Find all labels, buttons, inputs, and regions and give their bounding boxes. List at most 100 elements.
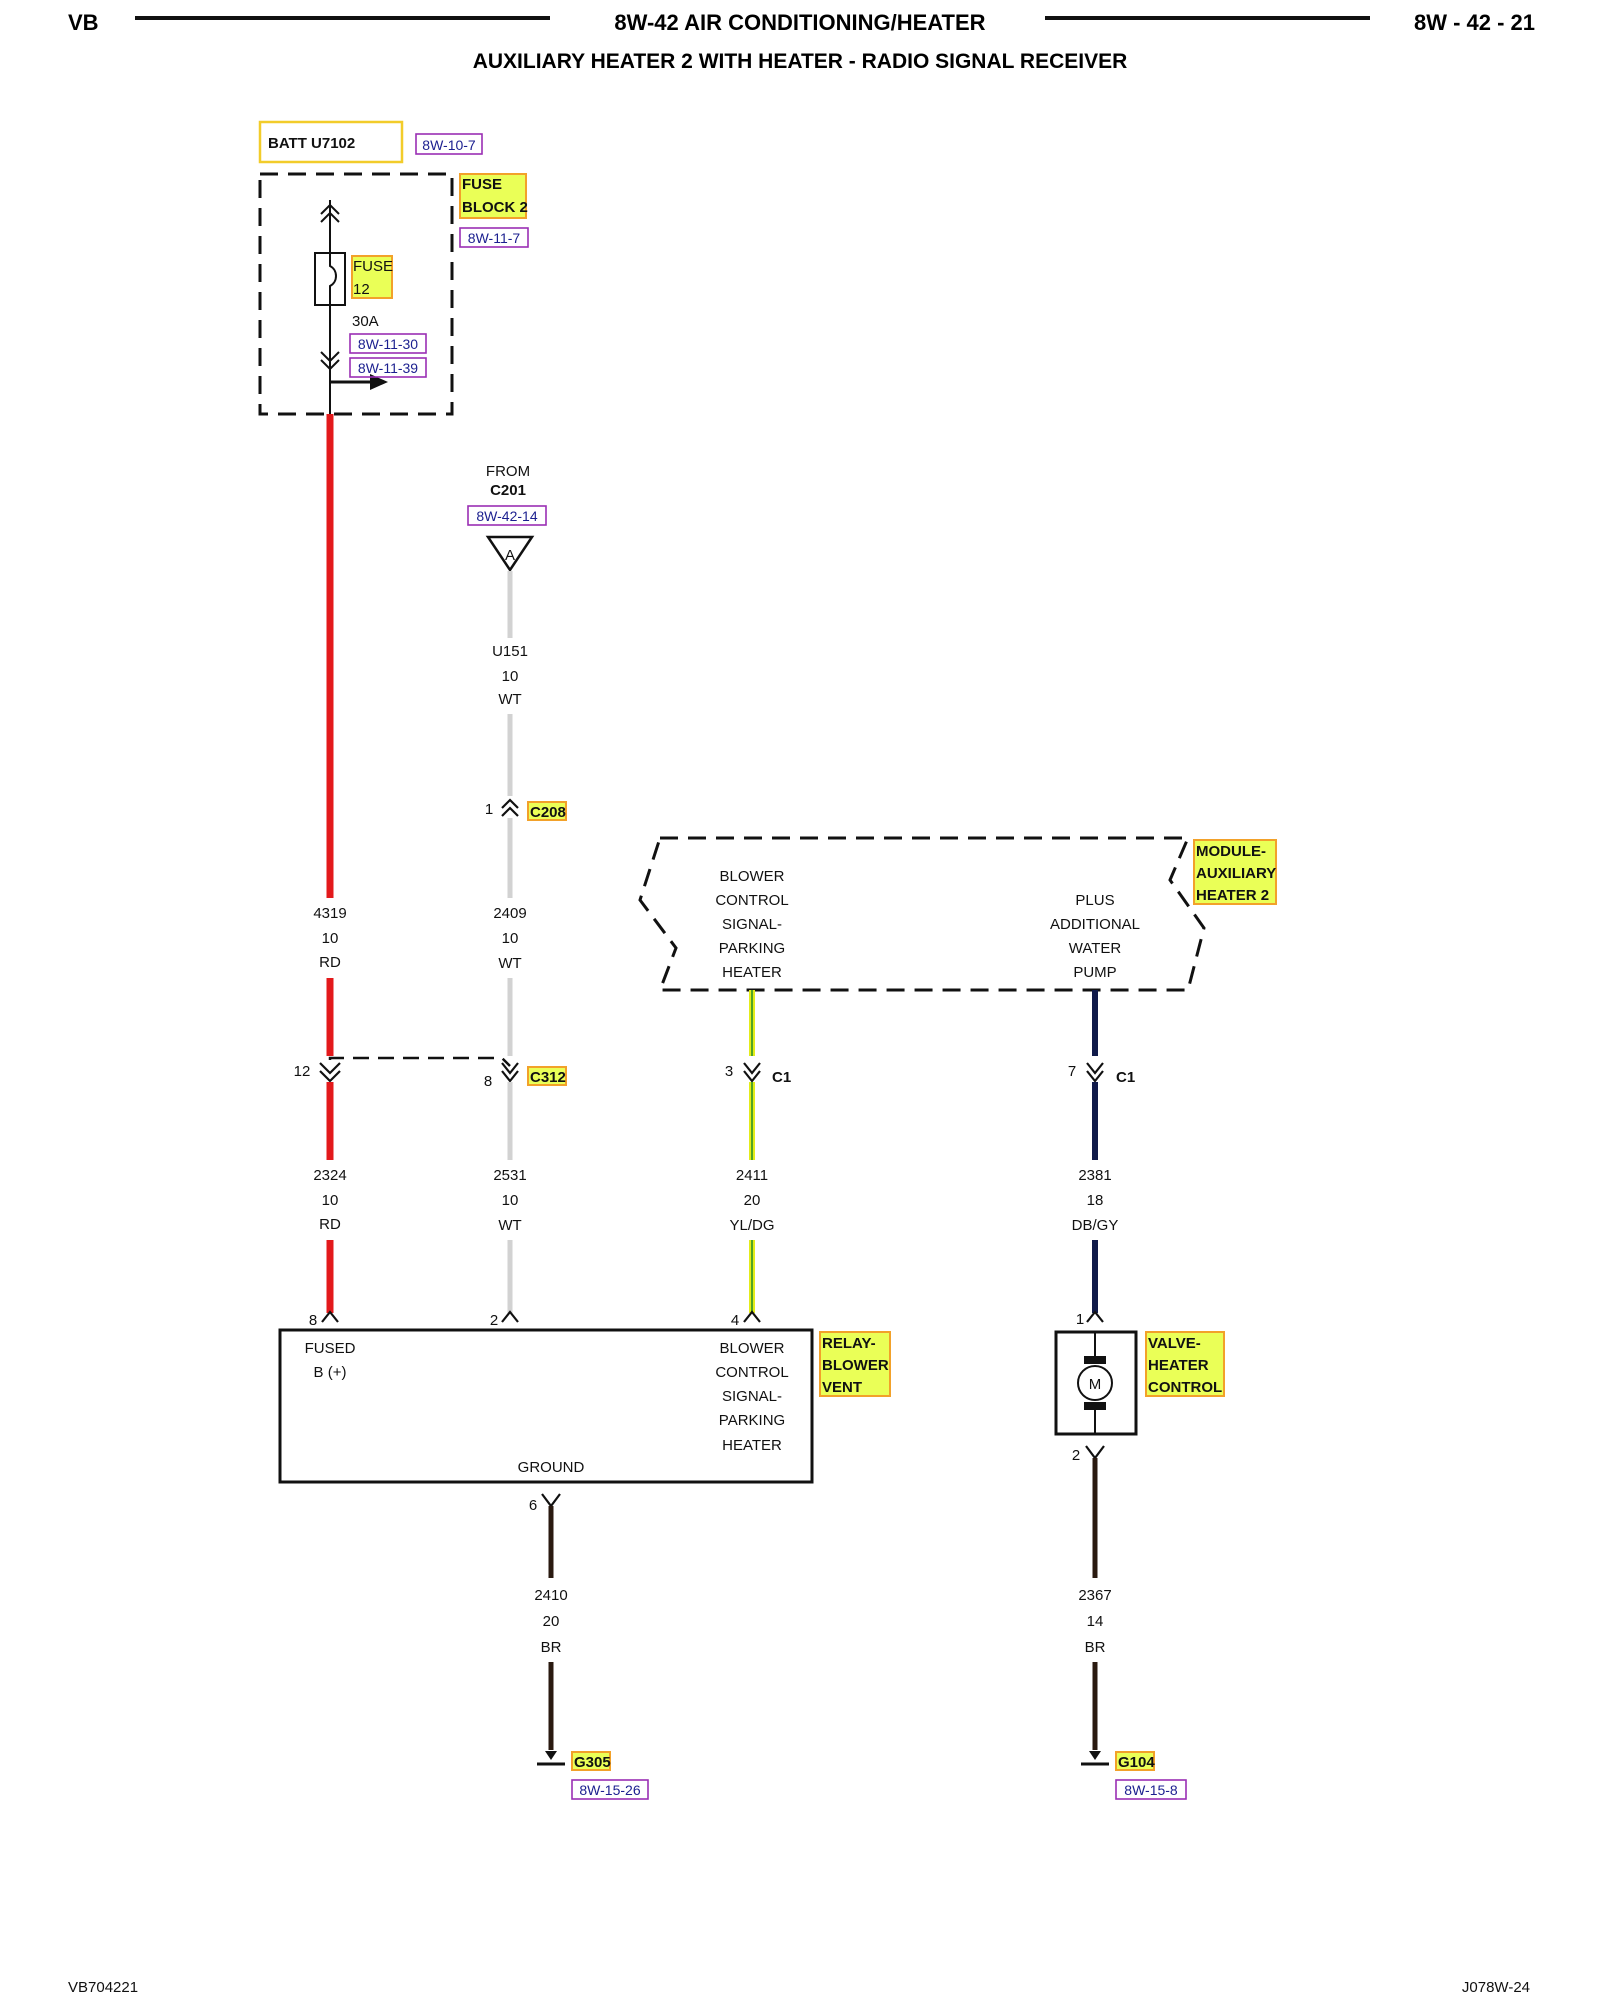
relay-name-3: VENT <box>822 1379 862 1396</box>
wire-2381-circuit: 2381 <box>1078 1167 1111 1184</box>
module-right-3: WATER <box>1069 940 1122 957</box>
module-label-bg <box>1193 839 1277 905</box>
relay-signal-3: SIGNAL- <box>722 1388 782 1405</box>
module-aux-heater-outline <box>638 836 1206 992</box>
wire-2324-circuit: 2324 <box>313 1167 346 1184</box>
relay-fused-1: FUSED <box>305 1340 356 1357</box>
g104-ref[interactable]: 8W-15-8 <box>1124 1782 1178 1798</box>
from-ref[interactable]: 8W-42-14 <box>476 508 537 524</box>
fuse-block-label-1: FUSE <box>462 176 502 193</box>
wire-4319-color: RD <box>319 954 341 971</box>
fuse-rating: 30A <box>352 313 379 330</box>
wire-2367-color: BR <box>1085 1639 1106 1656</box>
module-name-1: MODULE- <box>1196 843 1266 860</box>
fuse-ref3-box[interactable] <box>349 357 427 378</box>
fuse-ref3[interactable]: 8W-11-39 <box>358 360 418 376</box>
wire-2381-gauge: 18 <box>1087 1192 1104 1209</box>
batt-ref[interactable]: 8W-10-7 <box>422 137 476 153</box>
relay-signal-2: CONTROL <box>715 1364 788 1381</box>
module-left-1: BLOWER <box>719 868 784 885</box>
wire-2531-circuit: 2531 <box>493 1167 526 1184</box>
relay-name-1: RELAY- <box>822 1335 876 1352</box>
wire-2324-color: RD <box>319 1216 341 1233</box>
batt-box <box>258 120 404 164</box>
c1b-label: C1 <box>1116 1069 1135 1086</box>
c312-label: C312 <box>530 1069 566 1086</box>
fuse-upper-connector-icon <box>320 203 340 223</box>
c208-label-bg <box>527 801 567 821</box>
off-page-marker: A <box>505 547 515 564</box>
relay-ground: GROUND <box>518 1459 585 1476</box>
relay-pin-mid: 2 <box>490 1312 498 1329</box>
c1a-pin: 3 <box>725 1063 733 1080</box>
g104-label: G104 <box>1118 1754 1155 1771</box>
wire-2367-circuit: 2367 <box>1078 1587 1111 1604</box>
wire-4319-circuit: 4319 <box>313 905 346 922</box>
wire-u151-color: WT <box>498 691 521 708</box>
c1a-label: C1 <box>772 1069 791 1086</box>
valve-name-2: HEATER <box>1148 1357 1209 1374</box>
g305-ref-box[interactable] <box>571 1779 649 1800</box>
relay-pin-signal: 4 <box>731 1312 739 1329</box>
wire-2411-color: YL/DG <box>729 1217 774 1234</box>
off-page-connector-icon <box>485 535 535 573</box>
module-left-4: PARKING <box>719 940 785 957</box>
wire-u151-gauge: 10 <box>502 668 519 685</box>
motor-icon <box>1077 1365 1113 1401</box>
fuse-block-label-2: BLOCK 2 <box>462 199 528 216</box>
wire-2410-color: BR <box>541 1639 562 1656</box>
relay-blower-vent-box <box>278 1328 814 1484</box>
relay-label-bg <box>819 1331 891 1397</box>
wire-2409-gauge: 10 <box>502 930 519 947</box>
c312-right-terminal-icon <box>501 1062 519 1083</box>
module-right-1: PLUS <box>1075 892 1114 909</box>
valve-name-3: CONTROL <box>1148 1379 1222 1396</box>
from-connector: C201 <box>490 482 526 499</box>
c1-pin3-terminal-icon <box>743 1062 761 1083</box>
module-right-2: ADDITIONAL <box>1050 916 1140 933</box>
c312-connector-outline <box>328 1056 511 1067</box>
fuse-ref2-box[interactable] <box>349 333 427 354</box>
wire-4319-gauge: 10 <box>322 930 339 947</box>
wire-2531-gauge: 10 <box>502 1192 519 1209</box>
from-label: FROM <box>486 463 530 480</box>
batt-label: BATT U7102 <box>268 135 355 152</box>
c312-left-terminal-icon <box>319 1062 341 1083</box>
footer-left: VB704221 <box>68 1979 138 1996</box>
relay-signal-1: BLOWER <box>719 1340 784 1357</box>
header-title: 8W-42 AIR CONDITIONING/HEATER <box>614 10 985 35</box>
wire-2367-gauge: 14 <box>1087 1613 1104 1630</box>
fuse-block-ref-box[interactable] <box>459 227 529 248</box>
g305-ref[interactable]: 8W-15-26 <box>579 1782 640 1798</box>
wire-2411-gauge: 20 <box>744 1192 761 1209</box>
header-subtitle: AUXILIARY HEATER 2 WITH HEATER - RADIO S… <box>473 50 1128 73</box>
splice-arrow-icon <box>370 374 388 390</box>
wire-2324-gauge: 10 <box>322 1192 339 1209</box>
wire-2409-color: WT <box>498 955 521 972</box>
c1b-pin: 7 <box>1068 1063 1076 1080</box>
relay-pin-fused: 8 <box>309 1312 317 1329</box>
fuse-label-2: 12 <box>353 281 370 298</box>
from-ref-box[interactable] <box>467 505 547 526</box>
batt-ref-box[interactable] <box>415 133 483 155</box>
wire-2531-color: WT <box>498 1217 521 1234</box>
module-left-3: SIGNAL- <box>722 916 782 933</box>
wire-2410-gauge: 20 <box>543 1613 560 1630</box>
g104-ref-box[interactable] <box>1115 1779 1187 1800</box>
relay-signal-5: HEATER <box>722 1437 782 1454</box>
wire-2409-circuit: 2409 <box>493 905 526 922</box>
fuse-ref2[interactable]: 8W-11-30 <box>358 336 418 352</box>
wire-u151-circuit: U151 <box>492 643 528 660</box>
relay-name-2: BLOWER <box>822 1357 889 1374</box>
fuse-label-1: FUSE <box>353 258 393 275</box>
valve-label-bg <box>1145 1331 1225 1397</box>
relay-fused-2: B (+) <box>314 1364 347 1381</box>
header-left: VB <box>68 10 99 35</box>
relay-signal-4: PARKING <box>719 1412 785 1429</box>
c208-label: C208 <box>530 804 566 821</box>
header-page-number: 8W - 42 - 21 <box>1414 10 1535 35</box>
fuse-block-ref[interactable]: 8W-11-7 <box>468 230 521 246</box>
fuse-block-label-bg <box>459 173 527 219</box>
g305-label-bg <box>571 1751 611 1771</box>
